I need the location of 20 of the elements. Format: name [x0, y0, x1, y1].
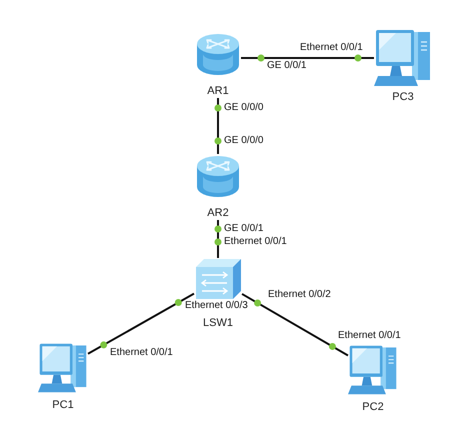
cable-line	[217, 220, 219, 258]
port-label: Ethernet 0/0/2	[268, 289, 331, 301]
device-label: LSW1	[203, 316, 233, 330]
port-label: GE 0/0/0	[224, 102, 264, 114]
port-label: Ethernet 0/0/1	[338, 330, 401, 342]
cable-line	[241, 57, 374, 59]
device-label: PC1	[52, 398, 74, 412]
device-label: PC2	[362, 400, 384, 414]
device-label: PC3	[392, 90, 414, 104]
port-label: GE 0/0/1	[224, 223, 264, 235]
port-label: Ethernet 0/0/3	[185, 300, 248, 312]
cable-line	[217, 98, 219, 154]
port-label: Ethernet 0/0/1	[110, 347, 173, 359]
port-label: Ethernet 0/0/1	[300, 42, 363, 54]
port-label: Ethernet 0/0/1	[224, 236, 287, 248]
cable-line	[242, 293, 348, 356]
port-label: GE 0/0/1	[267, 60, 306, 72]
device-label: AR2	[207, 206, 229, 220]
port-label: GE 0/0/0	[224, 135, 264, 147]
device-label: AR1	[207, 84, 229, 98]
